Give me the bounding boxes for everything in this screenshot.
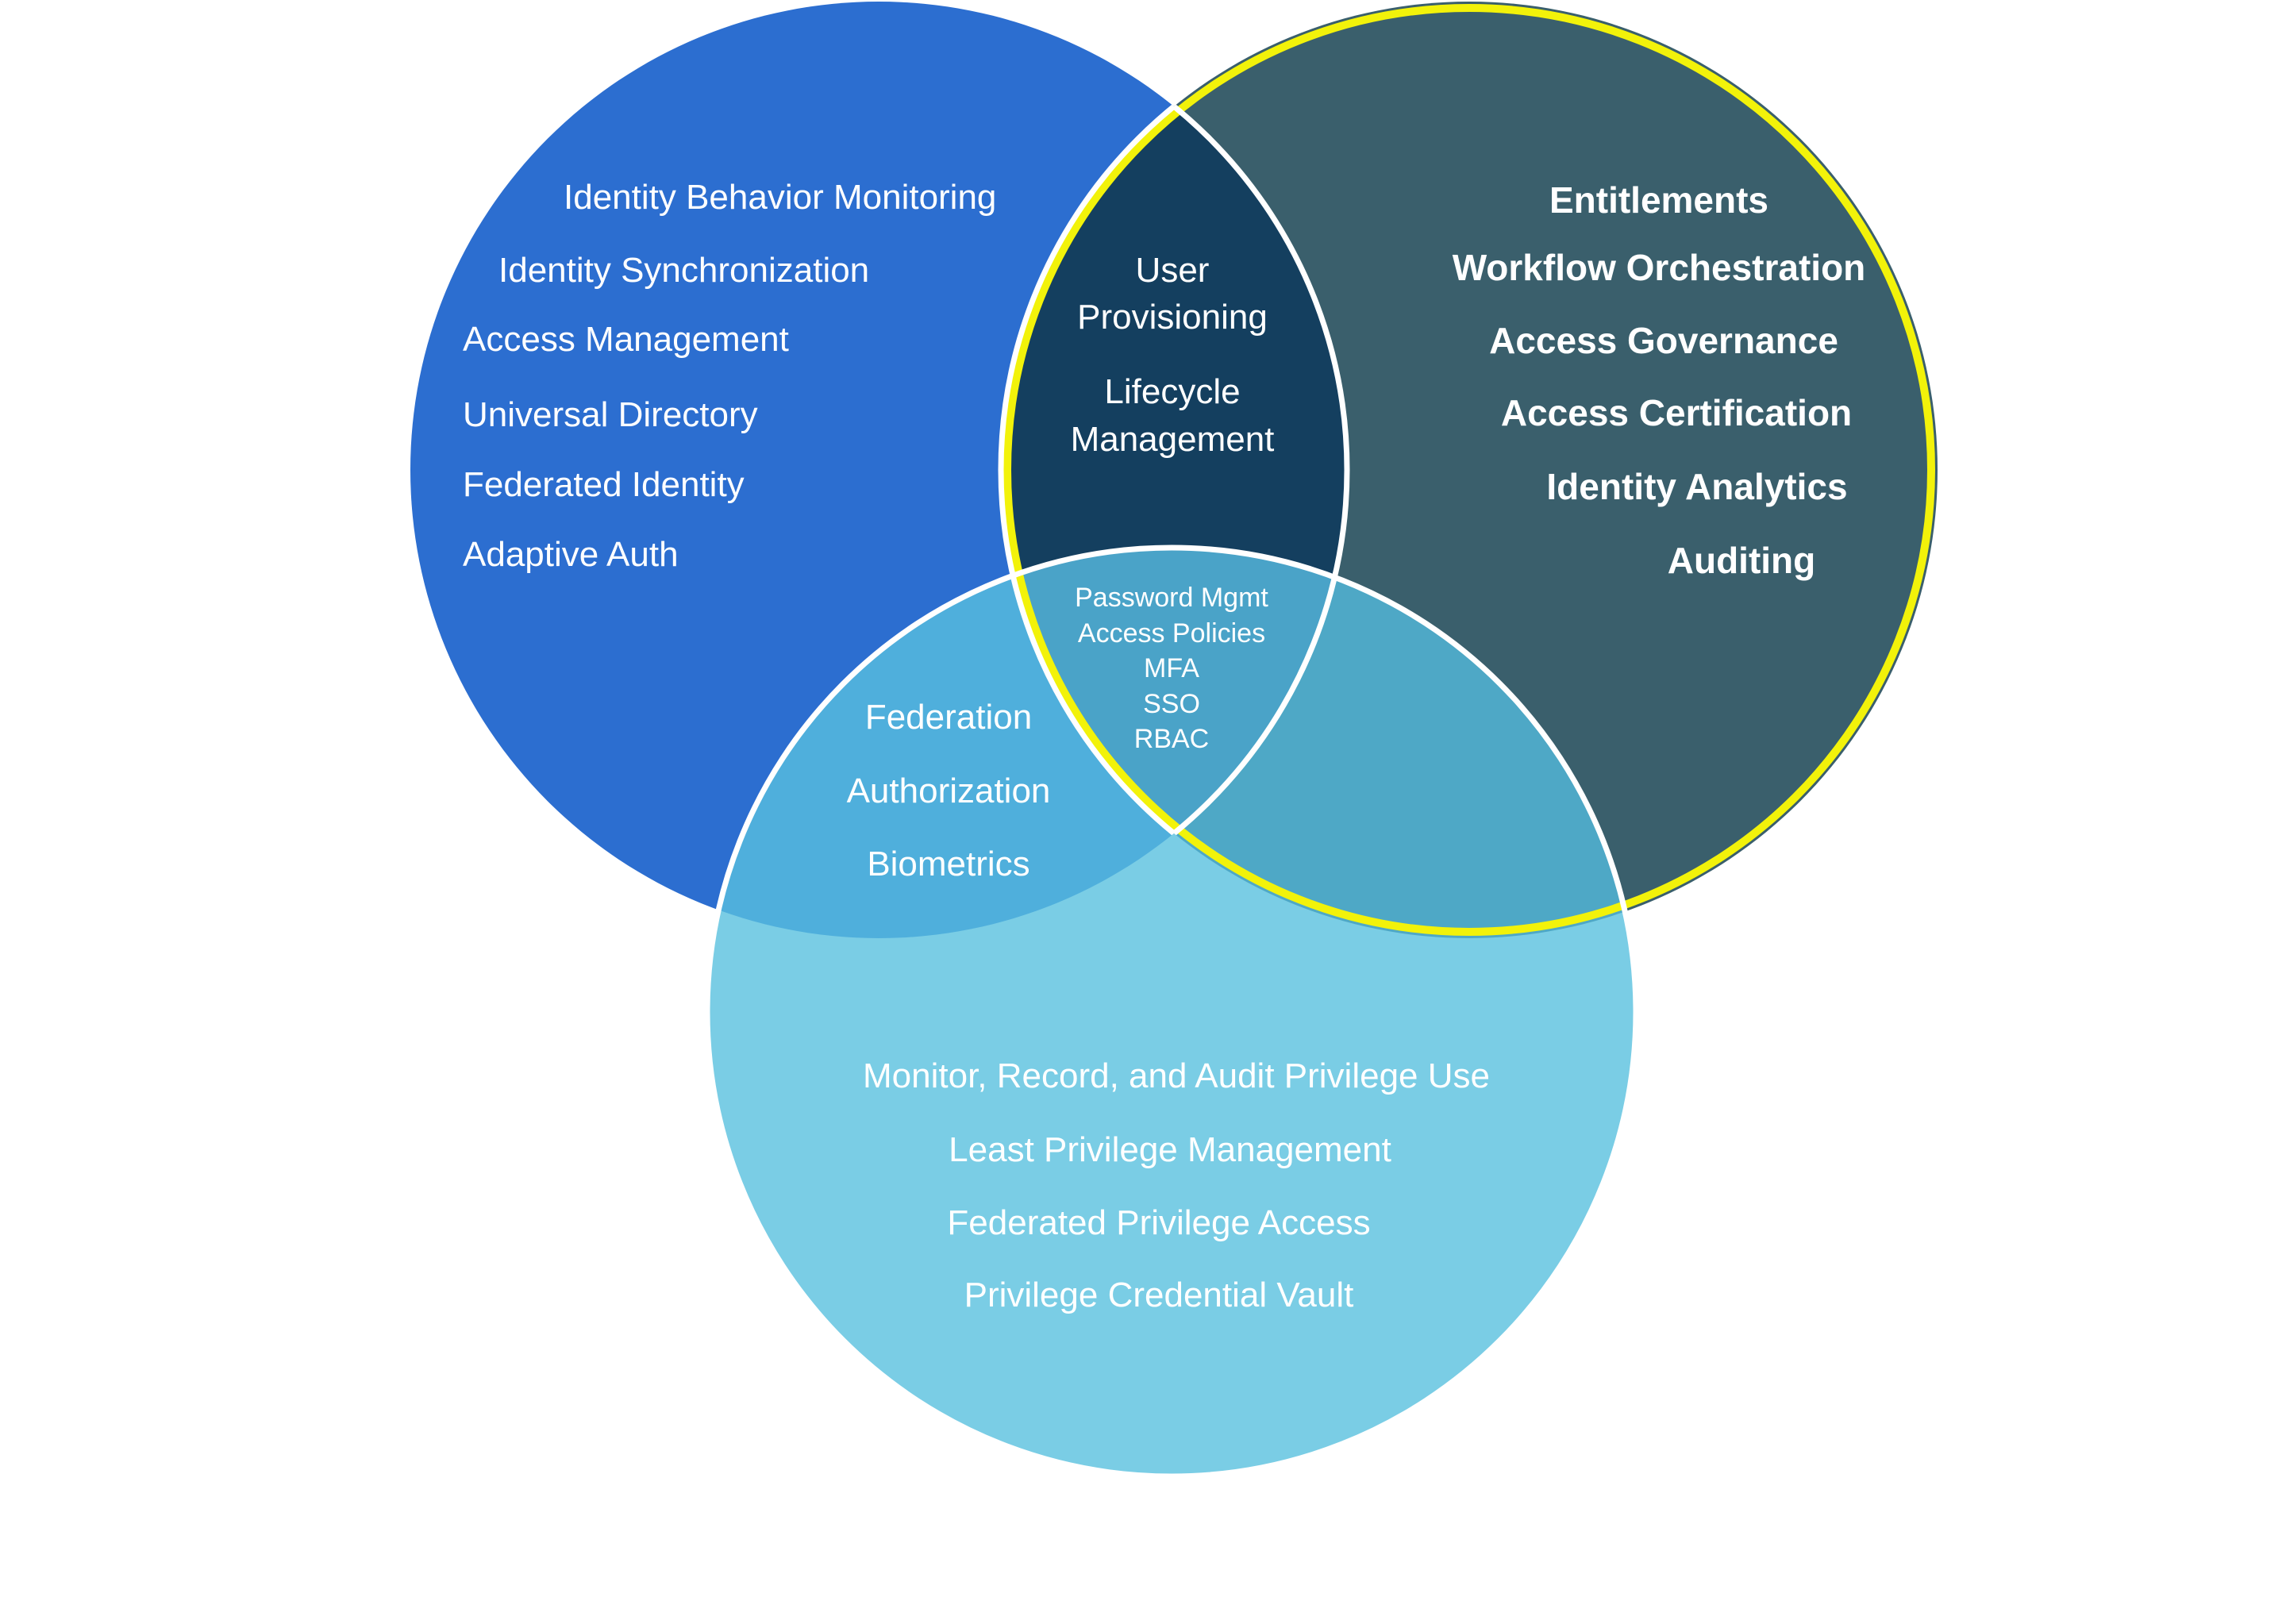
center-item: MFA	[1144, 653, 1199, 683]
idaas-pam-item: User	[1136, 251, 1210, 290]
idaas-iga-item: Authorization	[847, 772, 1051, 810]
iga-title: IGA	[1087, 1532, 1256, 1624]
idaas-pam-item: Lifecycle	[1104, 372, 1240, 411]
iga-item: Monitor, Record, and Audit Privilege Use	[863, 1056, 1490, 1095]
pam-item: Identity Analytics	[1546, 466, 1847, 507]
idaas-item: Universal Directory	[463, 395, 758, 434]
idaas-item: Adaptive Auth	[463, 535, 679, 574]
idaas-pam-item: Management	[1071, 420, 1275, 459]
iga-item: Privilege Credential Vault	[964, 1276, 1354, 1314]
idaas-title: IDAAS	[64, 175, 360, 281]
pam-item: Entitlements	[1549, 179, 1768, 221]
idaas-item: Federated Identity	[463, 465, 745, 504]
center-item: Password Mgmt	[1075, 583, 1268, 613]
idaas-iga-overlap	[707, 548, 1347, 938]
iga-outline	[704, 545, 1639, 1480]
idaas-item: Identity Behavior Monitoring	[564, 178, 996, 217]
pam-item: Access Governance	[1489, 320, 1838, 361]
pam-item: Access Certification	[1501, 392, 1852, 433]
idaas-item: Identity Synchronization	[498, 251, 869, 290]
pam-inner-outline-arc	[998, 2, 1347, 938]
idaas-iga-item: Federation	[865, 698, 1032, 737]
idaas-outline-arc	[1001, 2, 1350, 938]
iga-item: Least Privilege Management	[949, 1130, 1391, 1169]
iga-item: Federated Privilege Access	[947, 1203, 1370, 1242]
pam-iga-overlap	[1001, 548, 1636, 938]
pam-outline	[1003, 4, 1935, 936]
pam-title: PAM	[2022, 175, 2227, 281]
center-item: RBAC	[1134, 724, 1209, 754]
pam-item: Workflow Orchestration	[1453, 247, 1866, 288]
pam-item: Auditing	[1668, 540, 1816, 581]
idaas-iga-item: Biometrics	[867, 845, 1029, 883]
center-item: Access Policies	[1078, 618, 1265, 648]
idaas-pam-item: Provisioning	[1077, 298, 1268, 337]
center-item: SSO	[1143, 689, 1200, 719]
idaas-item: Access Management	[463, 320, 789, 359]
